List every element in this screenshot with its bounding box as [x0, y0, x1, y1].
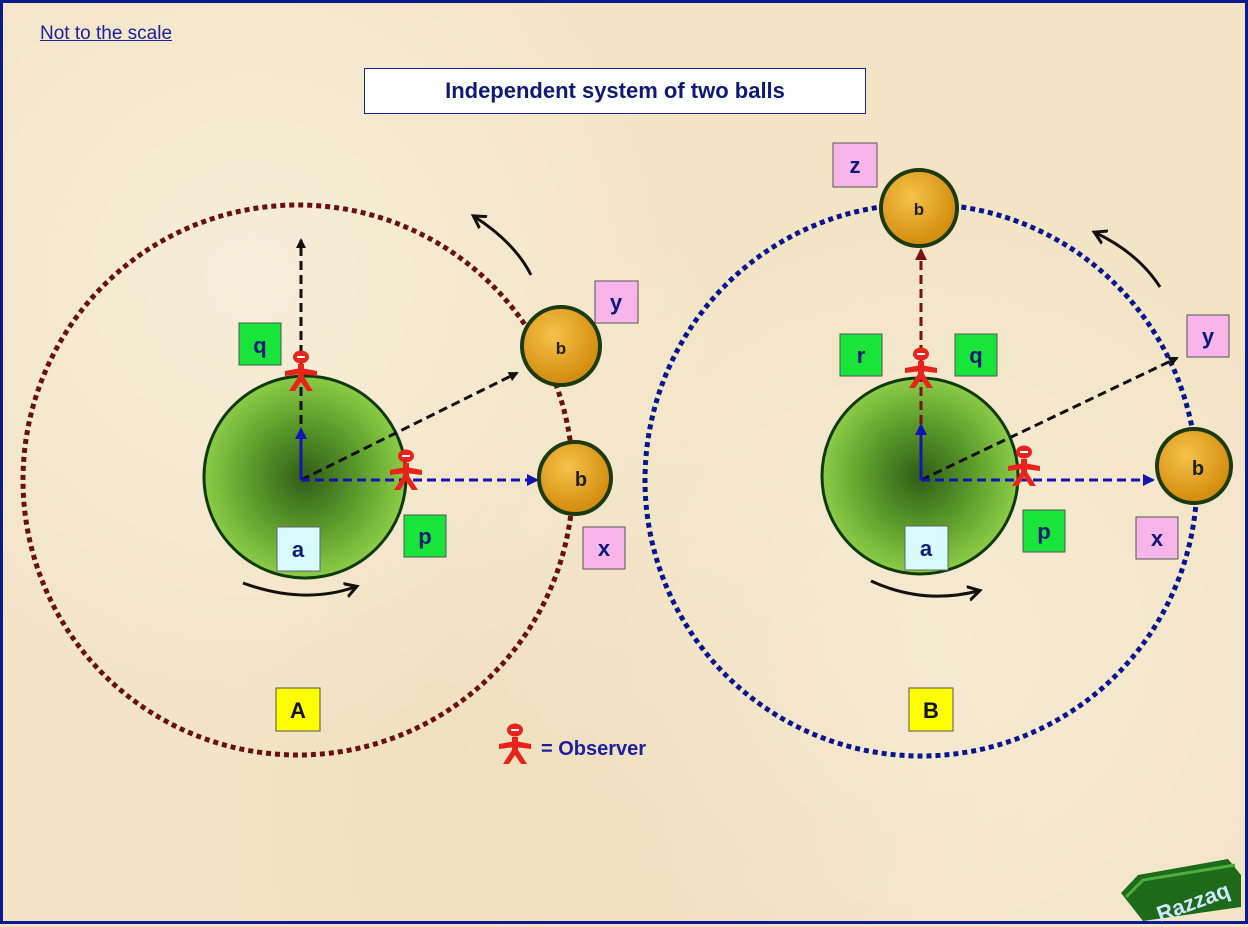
ball-b-z: b — [879, 168, 959, 248]
label-a-body: a — [276, 526, 321, 572]
legend-text: = Observer — [541, 738, 646, 760]
svg-text:q: q — [253, 333, 266, 358]
vector-a-diagonal — [300, 371, 519, 482]
observer-legend: = Observer — [499, 723, 646, 764]
system-b-name: B — [908, 687, 954, 732]
curved-arrow-b-orbit — [1096, 233, 1162, 288]
ball-a-y: b — [520, 305, 602, 387]
vector-b-diagonal — [920, 356, 1179, 482]
system-a: b b q p y x a — [20, 202, 639, 758]
label-a-x: x — [582, 526, 626, 570]
svg-text:x: x — [598, 536, 611, 561]
label-b-body: a — [904, 525, 949, 571]
curved-arrow-a-body — [242, 581, 355, 595]
system-b: b b z r q p y — [642, 142, 1233, 759]
svg-text:z: z — [850, 153, 861, 178]
ball-a-x: b — [537, 440, 613, 516]
diagram-canvas: b b q p y x a — [20, 142, 1241, 927]
curved-arrow-b-body — [870, 579, 978, 596]
label-a-q: q — [238, 322, 282, 366]
label-b-r: r — [839, 333, 883, 377]
svg-text:y: y — [1202, 324, 1215, 349]
watermark-logo: Razzaq — [1121, 859, 1241, 927]
system-a-name: A — [275, 687, 321, 732]
ball-label: b — [914, 200, 924, 219]
label-b-x: x — [1135, 516, 1179, 560]
svg-text:p: p — [418, 524, 431, 549]
ball-label: b — [1192, 458, 1204, 480]
svg-text:q: q — [969, 343, 982, 368]
ball-b-x: b — [1155, 427, 1233, 505]
label-a-p: p — [403, 514, 447, 558]
label-a-y: y — [594, 280, 639, 324]
label-b-q: q — [954, 333, 998, 377]
curved-arrow-a-orbit — [475, 217, 533, 276]
svg-text:A: A — [290, 698, 306, 723]
svg-text:p: p — [1037, 519, 1050, 544]
ball-label: b — [575, 469, 587, 491]
svg-text:y: y — [610, 290, 623, 315]
svg-text:r: r — [857, 343, 866, 368]
label-b-p: p — [1022, 509, 1066, 553]
svg-text:a: a — [292, 537, 305, 562]
svg-text:a: a — [920, 536, 933, 561]
label-b-y: y — [1186, 314, 1230, 358]
svg-text:x: x — [1151, 526, 1164, 551]
svg-text:B: B — [923, 698, 939, 723]
observer-icon — [499, 723, 531, 764]
ball-label: b — [556, 339, 566, 358]
note-link[interactable]: Not to the scale — [40, 23, 173, 44]
label-b-z: z — [832, 142, 878, 188]
page-title: Independent system of two balls — [364, 68, 866, 114]
